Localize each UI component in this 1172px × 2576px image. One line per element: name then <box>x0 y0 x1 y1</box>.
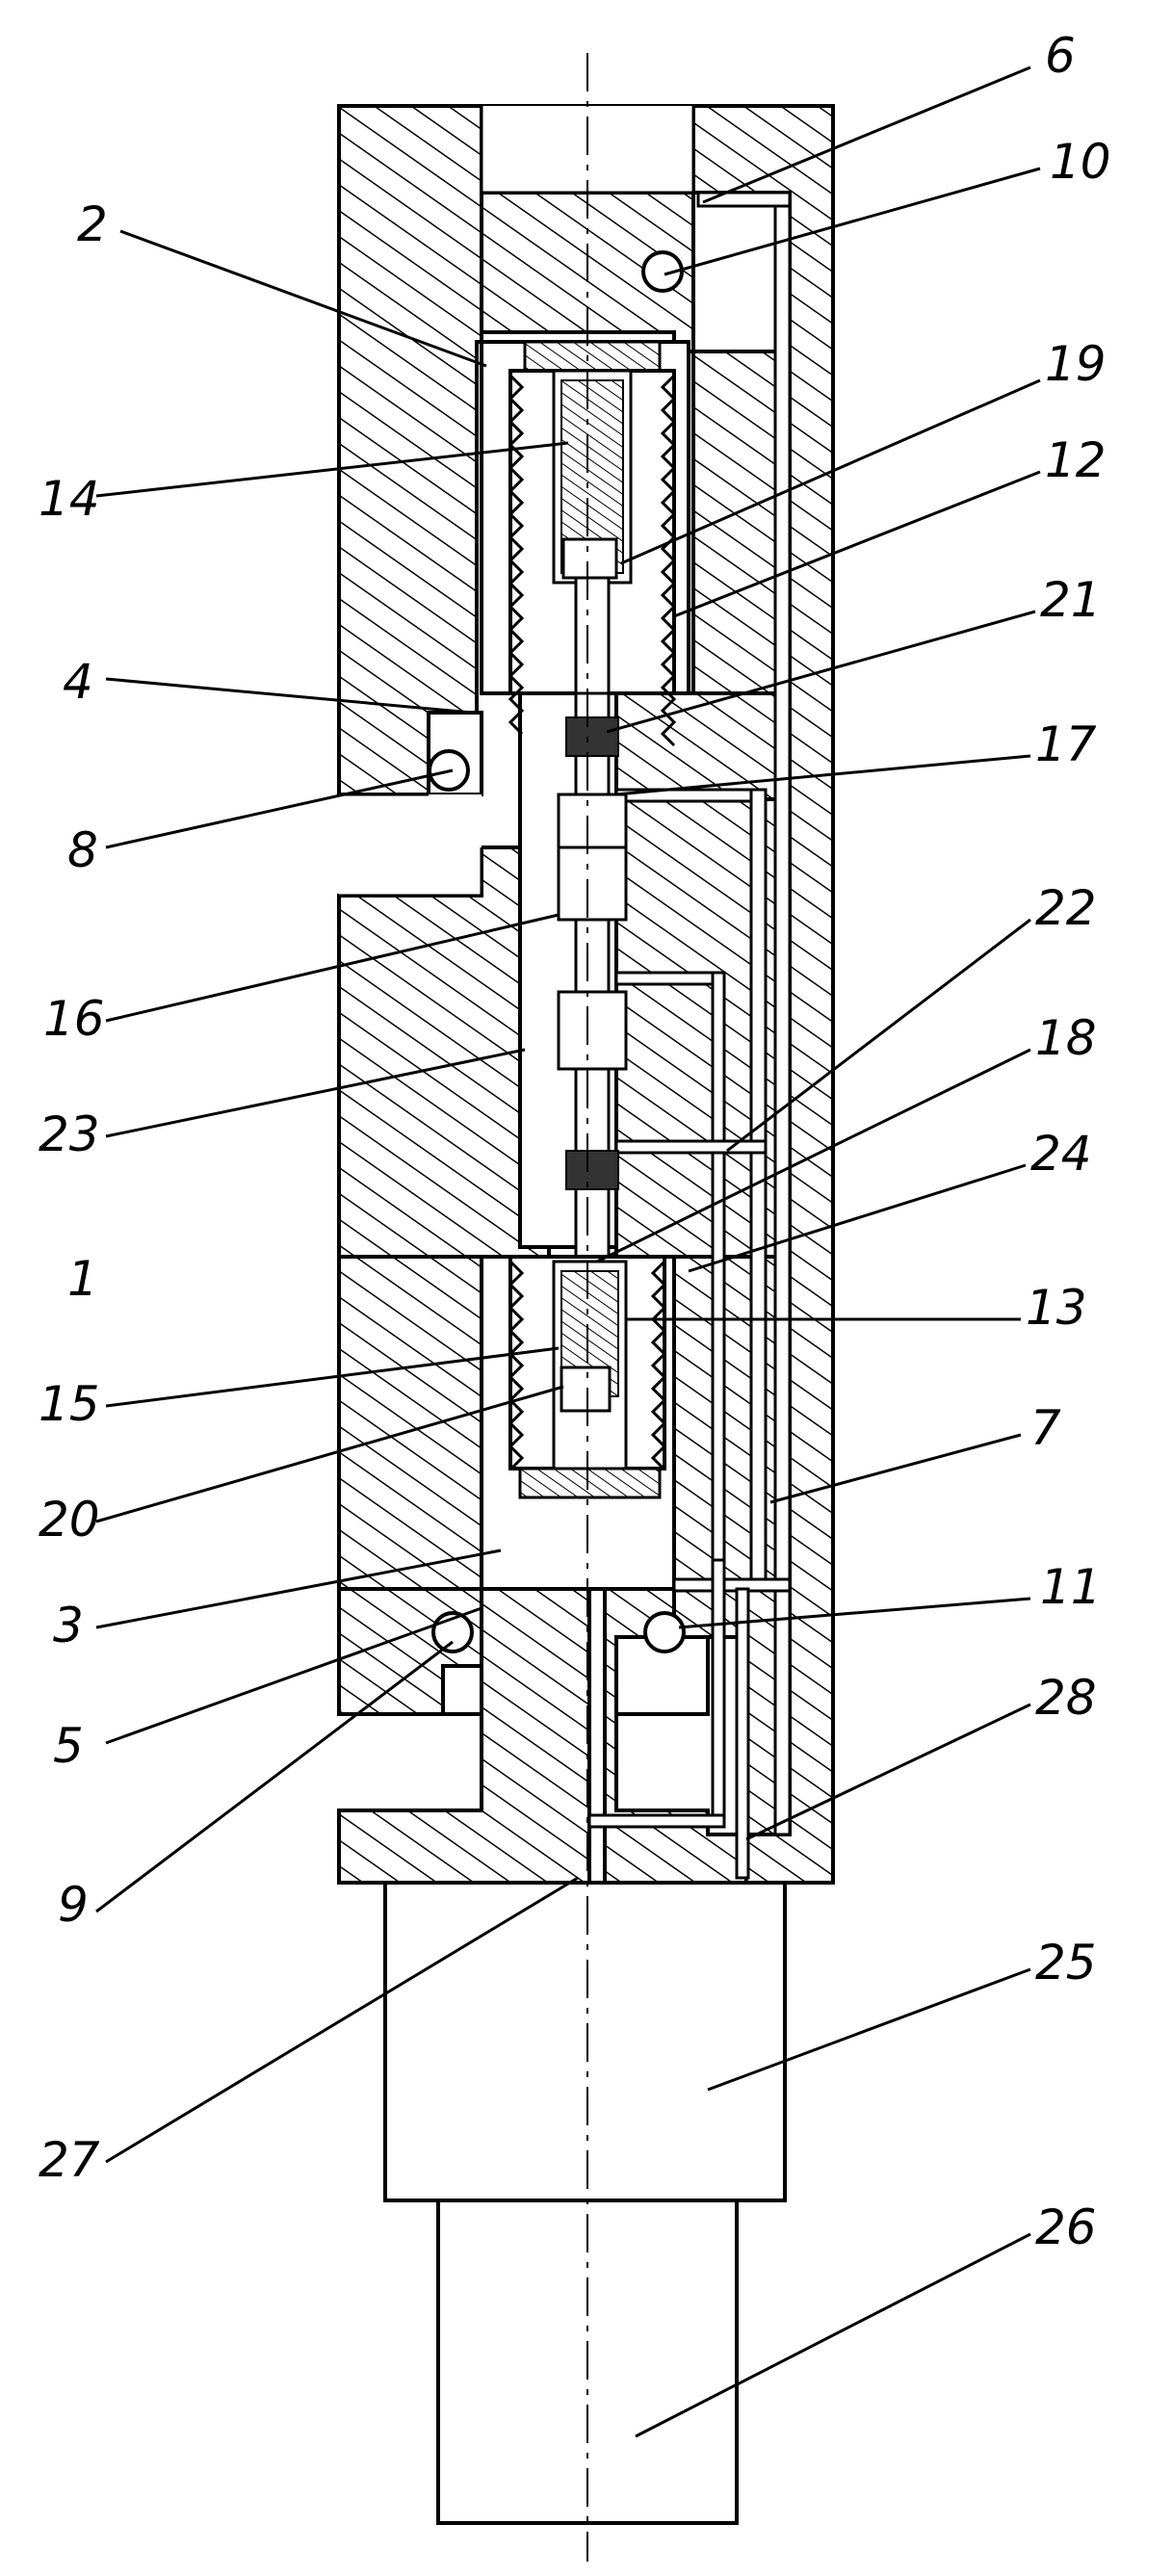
ball-11 <box>645 1613 684 1652</box>
label-26: 26 <box>1035 2199 1097 2255</box>
label-3: 3 <box>53 1598 84 1653</box>
label-9: 9 <box>58 1877 89 1933</box>
step-9 <box>443 1666 482 1714</box>
label-28: 28 <box>1035 1670 1097 1726</box>
label-11: 11 <box>1040 1559 1102 1615</box>
label-7: 7 <box>1030 1400 1061 1456</box>
label-24: 24 <box>1030 1126 1092 1182</box>
label-5: 5 <box>53 1718 84 1774</box>
label-1: 1 <box>67 1251 98 1307</box>
label-23: 23 <box>39 1106 100 1162</box>
upper-piston <box>510 342 674 745</box>
label-27: 27 <box>39 2132 100 2188</box>
label-17: 17 <box>1035 716 1097 772</box>
label-15: 15 <box>39 1376 100 1432</box>
label-4: 4 <box>63 654 93 710</box>
component-25 <box>385 1883 785 2200</box>
label-14: 14 <box>39 471 100 527</box>
label-21: 21 <box>1040 572 1102 628</box>
label-22: 22 <box>1035 880 1097 936</box>
label-2: 2 <box>77 196 108 252</box>
label-10: 10 <box>1050 134 1111 190</box>
label-16: 16 <box>43 991 105 1047</box>
label-12: 12 <box>1045 432 1107 488</box>
label-19: 19 <box>1045 336 1107 392</box>
label-8: 8 <box>67 822 98 878</box>
label-20: 20 <box>39 1492 100 1548</box>
side-recess <box>339 794 482 896</box>
label-6: 6 <box>1045 28 1076 84</box>
label-18: 18 <box>1035 1010 1097 1066</box>
label-25: 25 <box>1035 1935 1097 1991</box>
label-13: 13 <box>1026 1280 1087 1336</box>
